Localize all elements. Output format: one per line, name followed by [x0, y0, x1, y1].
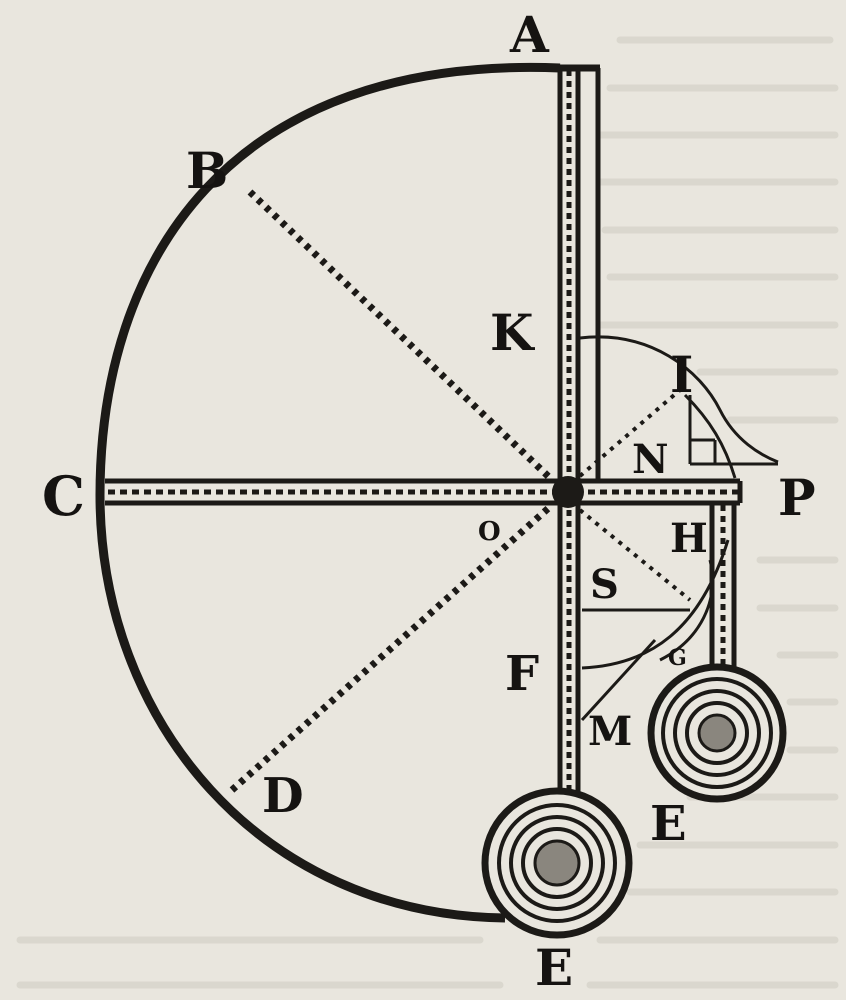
label-h: H: [670, 515, 708, 562]
label-p: P: [778, 468, 816, 527]
pendulum-bob-right: [647, 663, 787, 803]
label-b: B: [186, 141, 228, 200]
label-n: N: [632, 436, 669, 483]
label-g: G: [668, 645, 687, 671]
pendulum-bob-bottom: [481, 787, 633, 939]
semicircle-arc: [95, 62, 561, 923]
label-k: K: [490, 303, 535, 362]
label-d: D: [262, 768, 304, 824]
short-pendulum-rod: [709, 503, 737, 670]
label-a: A: [509, 5, 550, 64]
label-e-bottom: E: [535, 938, 573, 997]
bleed-through-text: [16, 36, 839, 989]
vertical-rod: [556, 64, 601, 805]
label-m: M: [588, 708, 632, 755]
pivot-point: [552, 476, 584, 508]
label-e-right: E: [650, 796, 687, 852]
label-f: F: [505, 646, 539, 702]
label-c: C: [42, 464, 85, 528]
horizontal-rod: [105, 478, 743, 506]
label-s: S: [590, 561, 619, 608]
point-labels: A B C D E E F G H I K M N O P S: [42, 5, 816, 997]
diagonal-lines: [229, 189, 692, 793]
label-i: I: [670, 345, 693, 404]
label-o: O: [478, 517, 501, 547]
